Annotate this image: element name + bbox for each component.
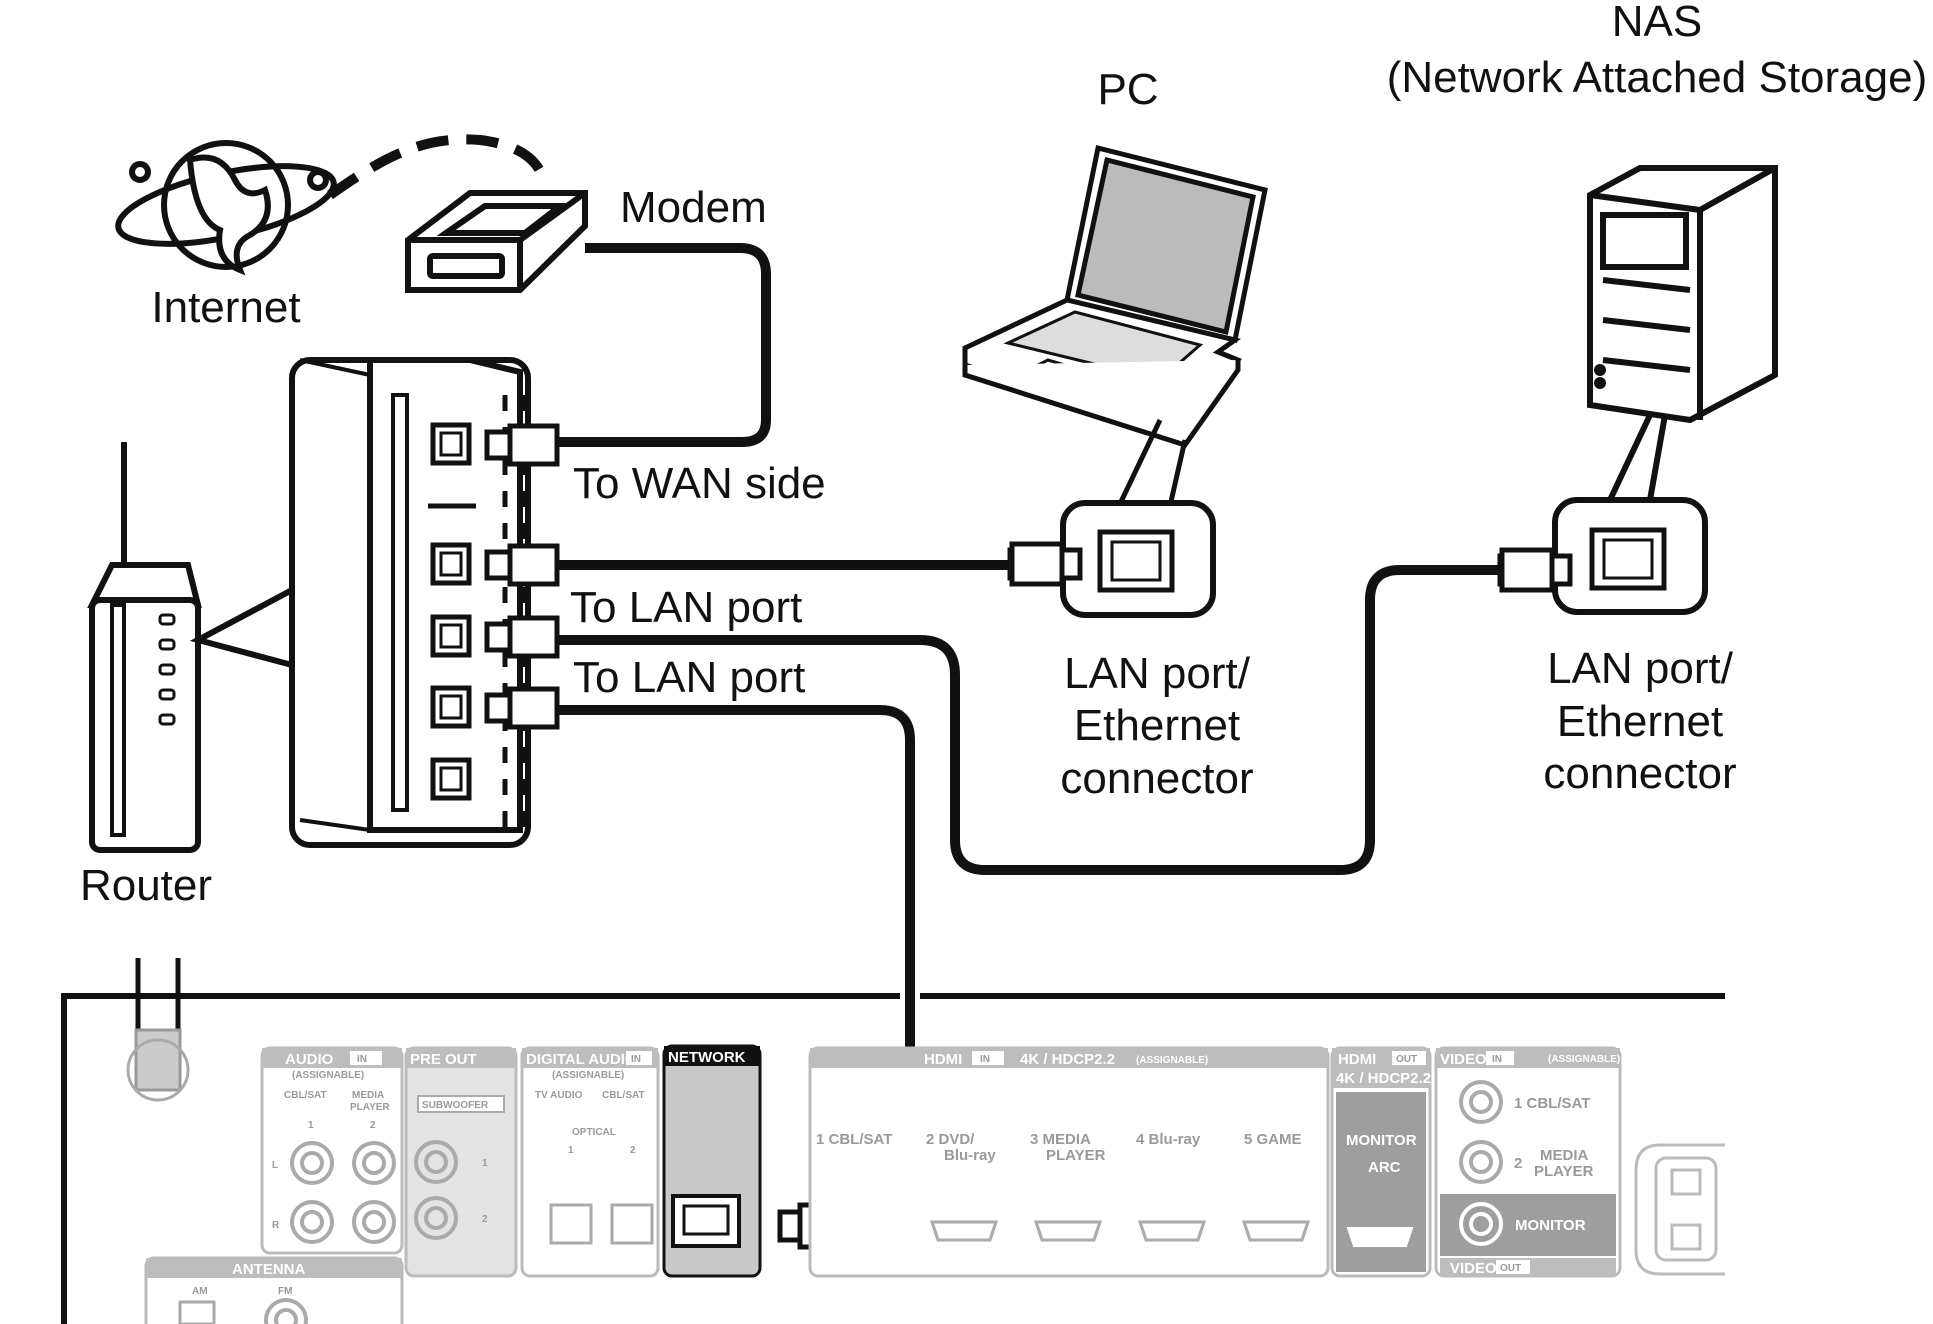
router-icon [87,442,202,853]
video-assignable: (ASSIGNABLE) [1548,1054,1620,1065]
audio-assignable: (ASSIGNABLE) [292,1070,364,1081]
hdmi-out-spec: 4K / HDCP2.2 [1336,1070,1431,1087]
hdmi-port-3-sub: PLAYER [1046,1147,1106,1164]
ethernet-plug-icon [1497,547,1573,593]
pc-label: PC [1097,65,1158,114]
hdmi-in-block: HDMI IN 4K / HDCP2.2 (ASSIGNABLE) 1 CBL/… [808,1046,1330,1278]
router-label: Router [80,861,212,910]
hdmi-out-header: HDMI [1338,1051,1376,1068]
ethernet-port-icon [1097,529,1175,593]
audio-right: R [272,1220,280,1231]
audio-num-1: 1 [308,1120,314,1131]
digital-in-tag: IN [631,1054,641,1065]
hdmi-port-3-label: 3 MEDIA [1030,1131,1091,1148]
pc-port-label-1: LAN port/ [1064,649,1251,698]
hdmi-port-2-label: 2 DVD/ [926,1131,975,1148]
hdmi-port-2-sub: Blu-ray [944,1147,996,1164]
ethernet-port-icon [430,422,472,801]
audio-in-block: AUDIO IN (ASSIGNABLE) CBL/SAT MEDIA PLAY… [260,1046,404,1255]
hdmi-monitor-label: MONITOR [1346,1132,1417,1149]
audio-player-label: PLAYER [350,1102,390,1113]
antenna-block: ANTENNA AM FM [144,1256,404,1324]
wireless-link [327,134,550,200]
pc-port-label-3: connector [1060,754,1253,803]
network-header: NETWORK [668,1049,746,1066]
ethernet-plug-icon [1007,541,1083,587]
network-block: NETWORK [662,1044,762,1278]
internet-label: Internet [151,283,300,332]
digital-audio-block: DIGITAL AUDIO IN (ASSIGNABLE) TV AUDIO C… [520,1046,660,1278]
video-in-header: VIDEO [1440,1051,1487,1068]
nas-port-label-2: Ethernet [1557,697,1723,746]
hdmi-in-spec: 4K / HDCP2.2 [1020,1051,1115,1068]
video-in-tag: IN [1492,1054,1502,1065]
sub-num-2: 2 [482,1214,488,1225]
receiver-rear-panel: AUDIO IN (ASSIGNABLE) CBL/SAT MEDIA PLAY… [61,958,1725,1324]
modem-label: Modem [620,183,767,232]
video-port-2-media: MEDIA [1540,1147,1589,1164]
antenna-header: ANTENNA [232,1261,305,1278]
audio-cbl-label: CBL/SAT [284,1090,327,1101]
ethernet-port-icon [1589,527,1667,591]
to-wan-label: To WAN side [573,459,826,508]
pre-out-block: PRE OUT SUBWOOFER 1 2 [404,1046,518,1278]
hdmi-out-block: HDMI OUT 4K / HDCP2.2 MONITOR ARC [1330,1046,1432,1278]
ethernet-plug-icon [484,423,560,730]
video-port-2-player: PLAYER [1534,1163,1594,1180]
audio-in-tag: IN [357,1054,367,1065]
to-lan-label-2: To LAN port [573,653,805,702]
router-port-panel [289,357,531,848]
hdmi-in-tag: IN [980,1054,990,1065]
subwoofer-label: SUBWOOFER [422,1100,489,1111]
digital-audio-header: DIGITAL AUDIO [526,1051,637,1068]
hdmi-in-assignable: (ASSIGNABLE) [1136,1055,1208,1066]
wireless-antenna [126,958,190,1102]
antenna-fm-label: FM [278,1286,292,1297]
audio-left: L [272,1160,278,1171]
globe-icon [115,140,337,276]
video-block: VIDEO IN (ASSIGNABLE) 1 CBL/SAT 2 MEDIA … [1434,1046,1622,1278]
nas-title: NAS [1612,0,1702,46]
video-port-2-num: 2 [1514,1155,1522,1172]
nas-port-label-3: connector [1543,749,1736,798]
nas-subtitle: (Network Attached Storage) [1387,53,1927,102]
power-inlet [1634,1143,1725,1276]
pre-out-header: PRE OUT [410,1051,477,1068]
nas-icon [1587,165,1778,502]
hdmi-port-4-label: 4 Blu-ray [1136,1131,1201,1148]
wan-cable [555,243,771,447]
video-out-tag: OUT [1500,1263,1521,1274]
nas-port-label-1: LAN port/ [1547,644,1734,693]
digital-cbl-sat: CBL/SAT [602,1090,645,1101]
hdmi-in-header: HDMI [924,1051,962,1068]
antenna-am-label: AM [192,1286,208,1297]
sub-num-1: 1 [482,1158,488,1169]
hdmi-port-5-label: 5 GAME [1244,1131,1302,1148]
hdmi-arc-label: ARC [1368,1159,1401,1176]
pc-port-label-2: Ethernet [1074,701,1240,750]
optical-num-1: 1 [568,1145,574,1156]
audio-num-2: 2 [370,1120,376,1131]
video-out-header: VIDEO [1450,1260,1497,1277]
digital-tv-audio: TV AUDIO [535,1090,583,1101]
audio-media-label: MEDIA [352,1090,384,1101]
zoom-callout [189,585,295,669]
hdmi-out-tag: OUT [1396,1054,1417,1065]
optical-label: OPTICAL [572,1127,616,1138]
optical-num-2: 2 [630,1145,636,1156]
audio-in-header: AUDIO [285,1051,334,1068]
modem-icon [405,190,588,293]
to-lan-label-1: To LAN port [570,583,802,632]
digital-assignable: (ASSIGNABLE) [552,1070,624,1081]
hdmi-port-1-label: 1 CBL/SAT [816,1131,892,1148]
video-port-1-label: 1 CBL/SAT [1514,1095,1590,1112]
nas-cable [557,565,1505,875]
laptop-icon [962,144,1268,552]
video-monitor-label: MONITOR [1515,1217,1586,1234]
